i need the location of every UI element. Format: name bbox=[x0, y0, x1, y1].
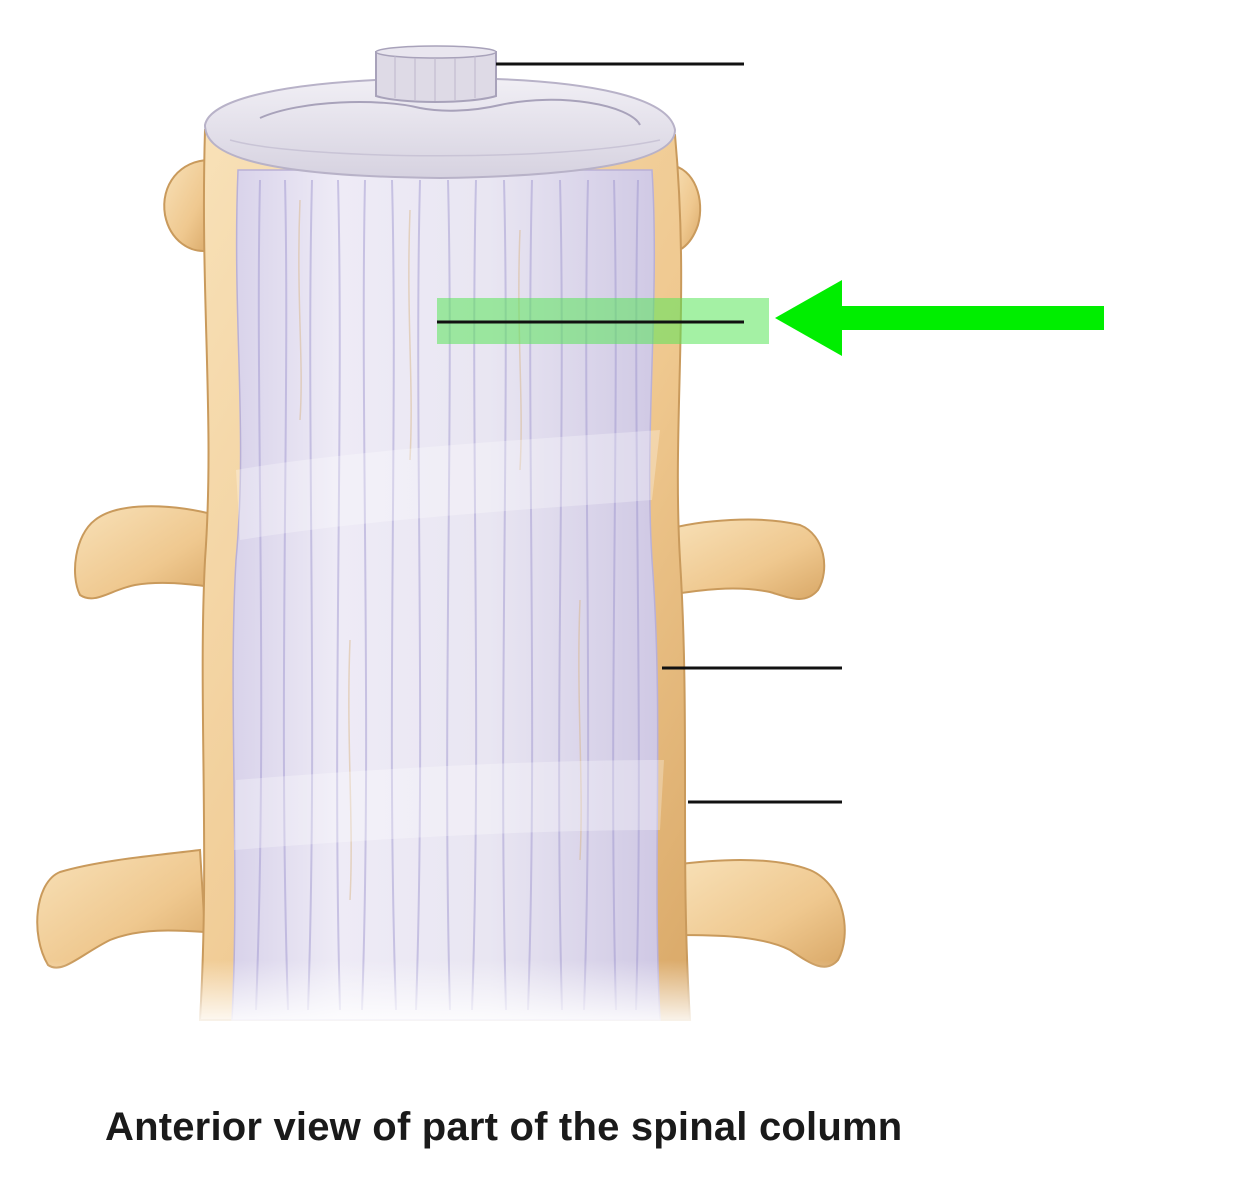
transverse-process-upper-right bbox=[663, 518, 826, 600]
transverse-process-upper-left bbox=[74, 505, 222, 600]
highlight-box bbox=[437, 298, 769, 344]
arrow-left-icon bbox=[775, 280, 1104, 356]
anterior-longitudinal-ligament bbox=[231, 169, 664, 1021]
transverse-process-lower-left bbox=[36, 848, 207, 969]
spinal-cord-stub bbox=[375, 45, 497, 103]
articular-process-left bbox=[163, 158, 214, 252]
transverse-process-lower-right bbox=[670, 859, 846, 968]
figure-caption: Anterior view of part of the spinal colu… bbox=[105, 1105, 903, 1149]
intervertebral-disc-top bbox=[203, 76, 677, 180]
